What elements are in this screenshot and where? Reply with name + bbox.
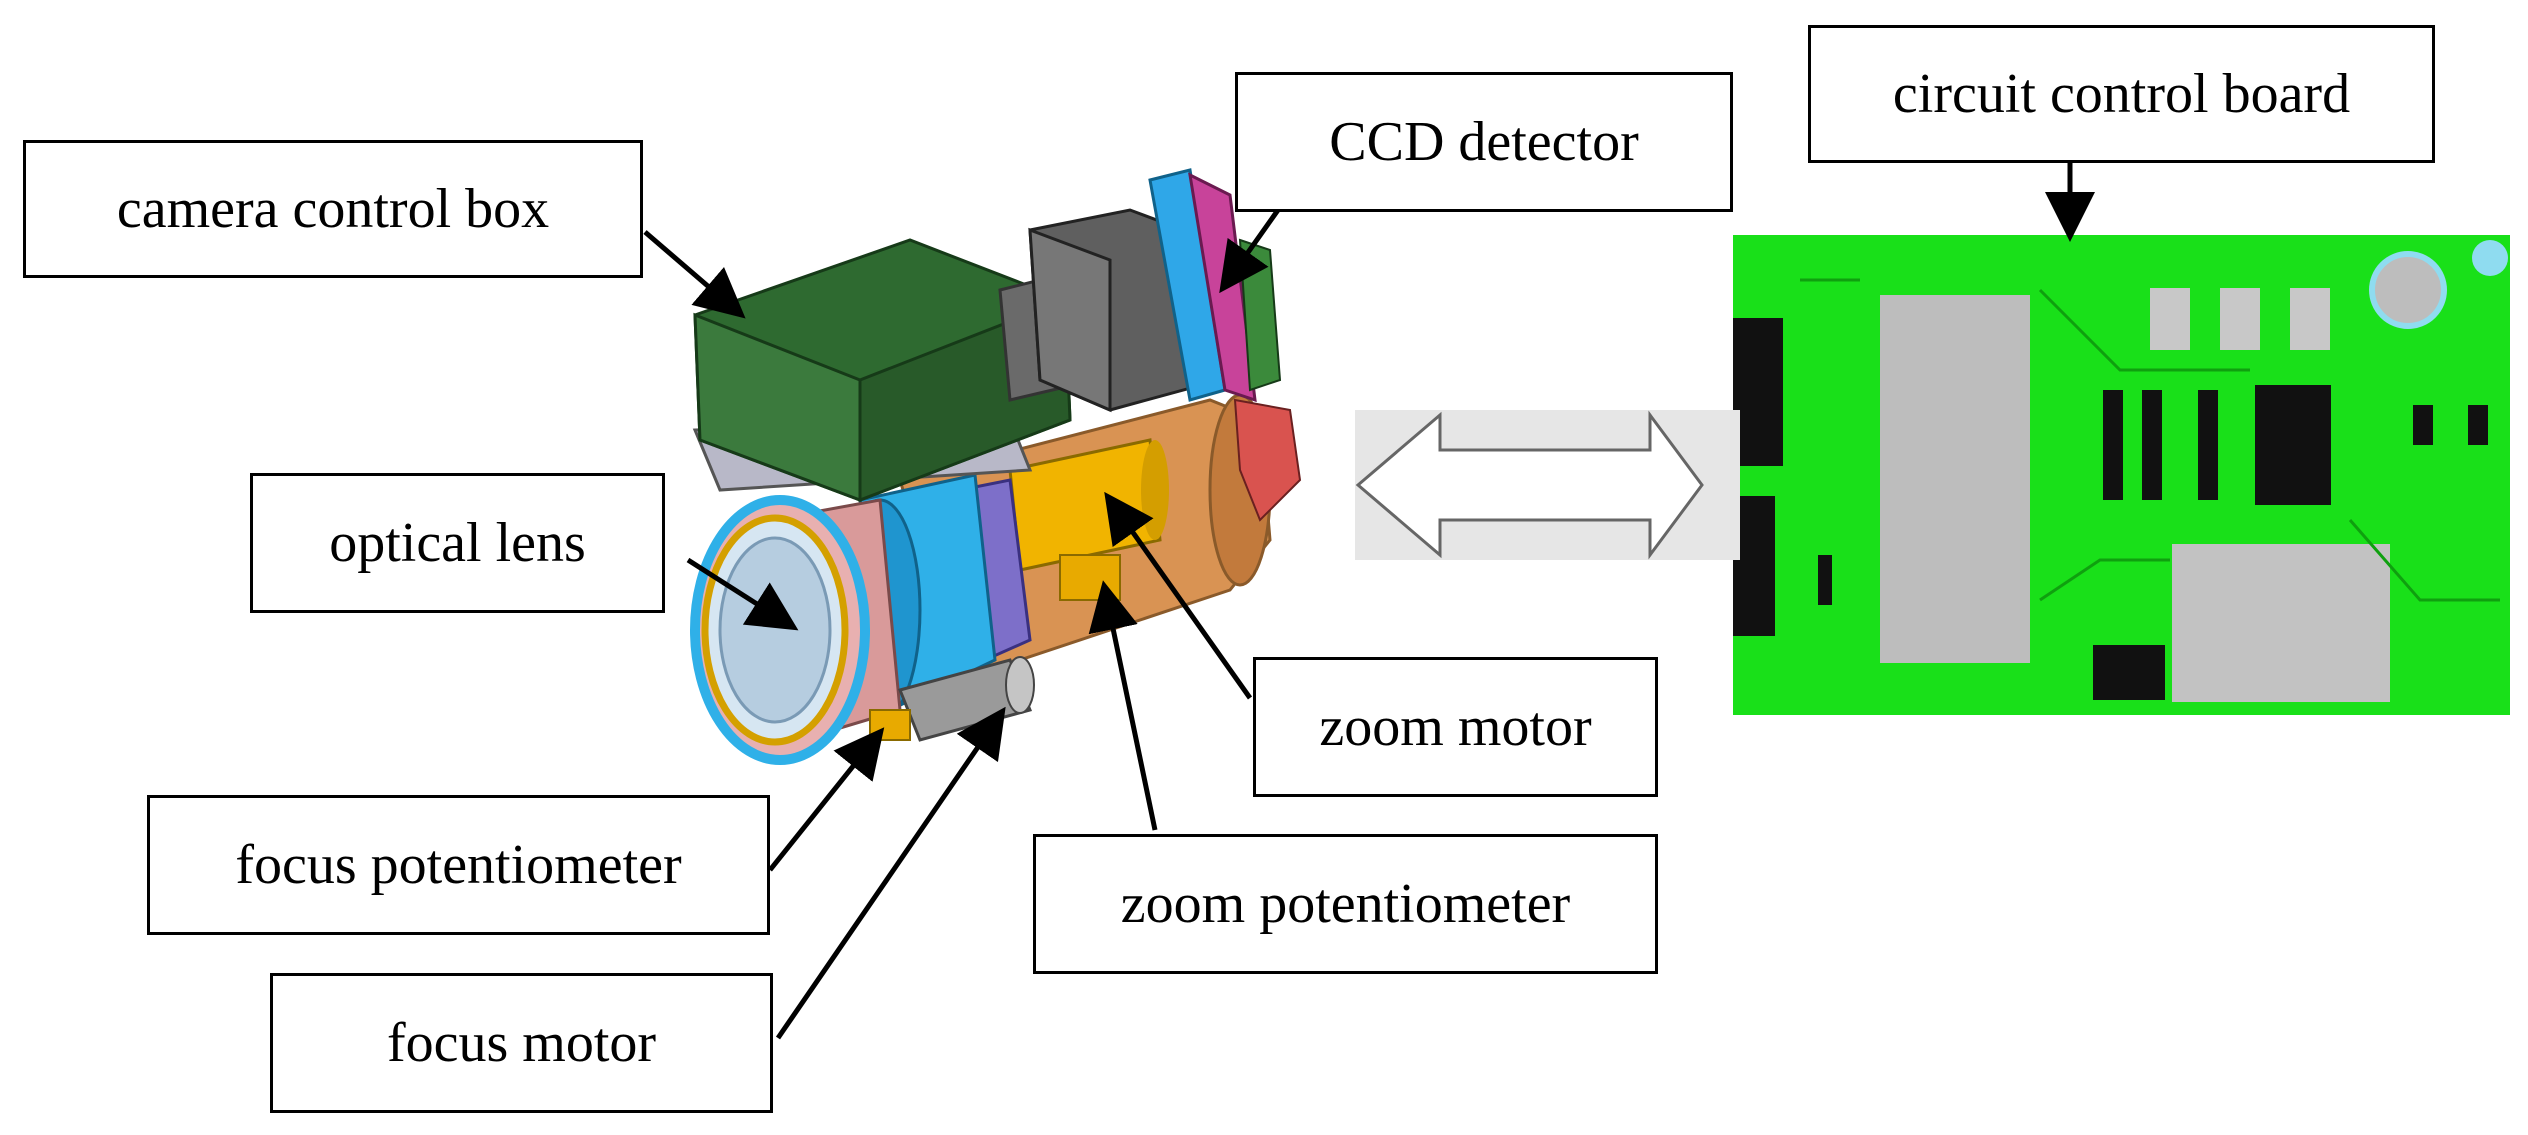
arrow-ccd-detector [1219,208,1281,294]
pcb-gray-module-large [1880,295,2030,663]
arrow-zoom-motor [1104,491,1253,700]
pcb-gray-module-small [2172,544,2390,702]
pcb-chip-small [2093,645,2165,700]
arrow-camera-control-box [643,230,746,319]
pcb-regulator-2 [2220,288,2260,350]
label-zoom-potentiometer: zoom potentiometer [1033,834,1658,974]
rear-bracket [1233,398,1302,522]
label-focus-potentiometer: focus potentiometer [147,795,770,935]
label-camera-control-box: camera control box [23,140,643,278]
pcb-ic-1 [2103,390,2123,500]
pcb-regulator-1 [2150,288,2190,350]
label-zoom-motor: zoom motor [1253,657,1658,797]
pcb-ic-6 [1818,555,1832,605]
arrow-zoom-potentiometer [1088,580,1158,831]
pcb-chip-main [2255,385,2331,505]
pcb-traces [1800,278,2500,602]
pcb-ic-4 [2413,405,2433,445]
pcb-ic-3 [2198,390,2218,500]
pcb-capacitor-small [2472,240,2508,276]
pcb-connector-top [1733,318,1783,466]
label-optical-lens: optical lens [250,473,665,613]
pcb-regulator-3 [2290,288,2330,350]
arrow-focus-potentiometer [768,727,885,872]
label-circuit-control-board: circuit control board [1808,25,2435,163]
label-focus-motor: focus motor [270,973,773,1113]
arrow-focus-motor [775,706,1006,1040]
pcb-capacitor-large [2369,251,2447,329]
double-arrow-shape [1355,410,1704,560]
pcb-ic-5 [2468,405,2488,445]
label-ccd-detector: CCD detector [1235,72,1733,212]
pcb-ic-2 [2142,390,2162,500]
focus-motor-part [869,656,1035,742]
arrow-optical-lens [686,557,799,631]
